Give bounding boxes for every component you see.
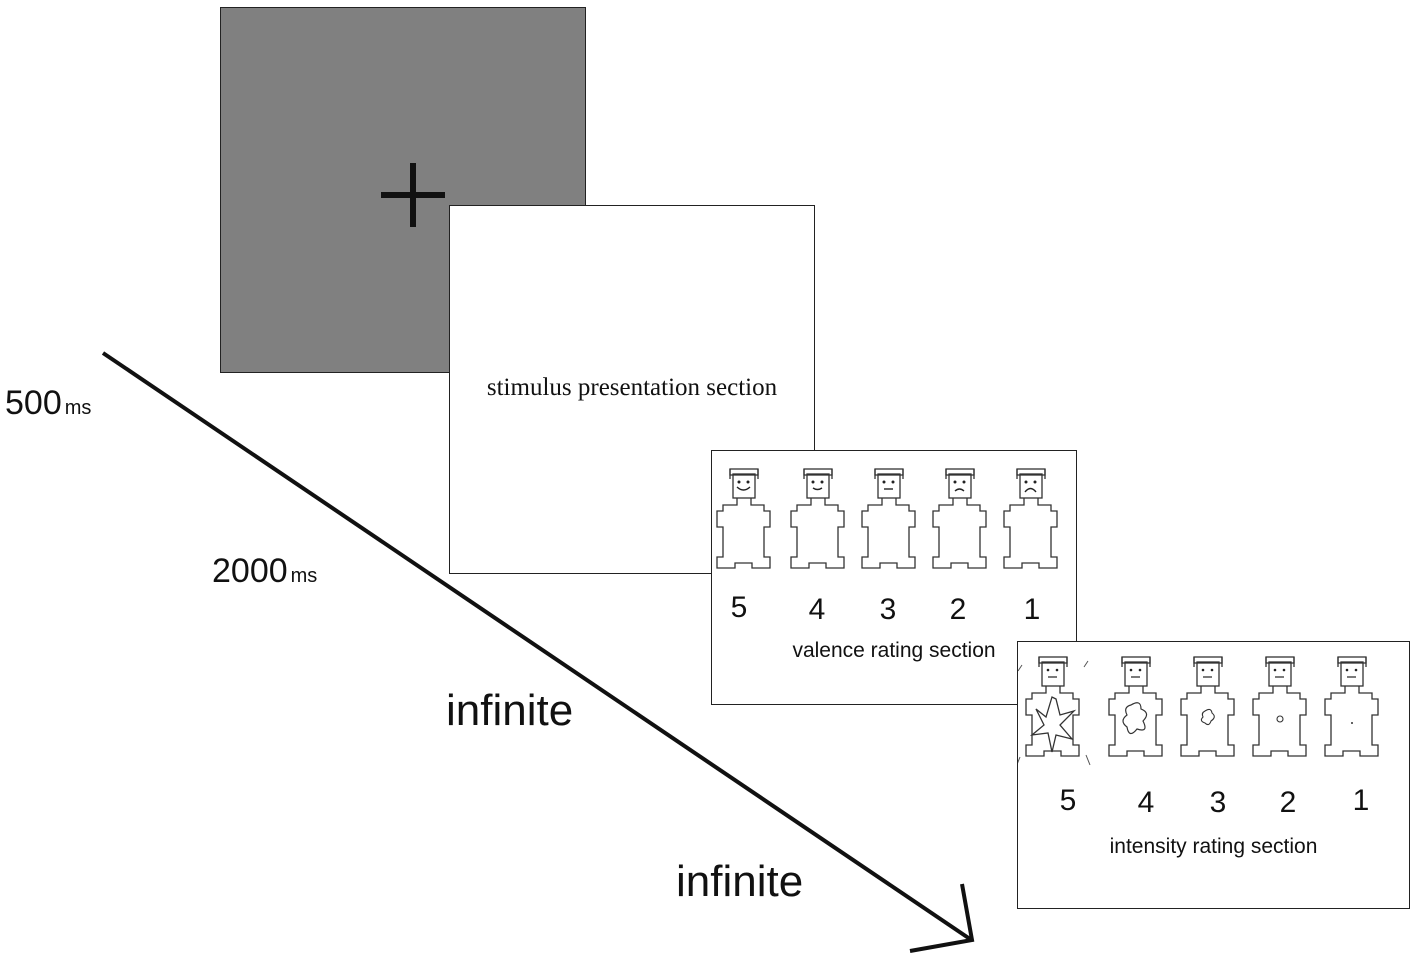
intensity-figure-4	[1108, 656, 1163, 757]
intensity-scale-5: 5	[1059, 784, 1077, 817]
intensity-figure-3	[1180, 656, 1235, 757]
valence-scale-5: 5	[730, 591, 748, 624]
intensity-figure-1	[1324, 656, 1379, 757]
valence-figure-3	[861, 468, 916, 569]
intensity-figures	[1018, 656, 1379, 766]
valence-figure-5	[716, 468, 771, 569]
fixation-duration-value: 500	[5, 384, 62, 422]
valence-scale-4: 4	[808, 593, 826, 626]
valence-duration: infinite	[446, 686, 574, 735]
valence-figure-2	[932, 468, 987, 569]
valence-figure-1	[1003, 468, 1058, 569]
valence-label: valence rating section	[792, 639, 996, 662]
valence-figure-4	[790, 468, 845, 569]
intensity-label: intensity rating section	[1109, 835, 1318, 858]
stimulus-label: stimulus presentation section	[486, 374, 778, 401]
fixation-cross-icon	[381, 163, 445, 227]
stimulus-duration-value: 2000	[212, 552, 288, 590]
fixation-duration-unit: ms	[64, 397, 92, 419]
intensity-figure-5	[1018, 656, 1091, 766]
valence-scale-1: 1	[1023, 593, 1041, 626]
intensity-scale-3: 3	[1209, 786, 1227, 819]
intensity-scale-4: 4	[1137, 786, 1155, 819]
intensity-scale-1: 1	[1352, 784, 1370, 817]
valence-figures	[716, 468, 1058, 569]
intensity-scale-2: 2	[1279, 786, 1297, 819]
valence-rating-screen: 5 4 3 2 1 valence rating section	[711, 450, 1077, 705]
intensity-figure-2	[1252, 656, 1307, 757]
intensity-duration: infinite	[676, 857, 804, 906]
stimulus-duration-unit: ms	[290, 565, 318, 587]
valence-scale-3: 3	[879, 593, 897, 626]
valence-scale-2: 2	[949, 593, 967, 626]
intensity-rating-screen: 5 4 3 2 1 intensity rating section	[1017, 641, 1410, 909]
